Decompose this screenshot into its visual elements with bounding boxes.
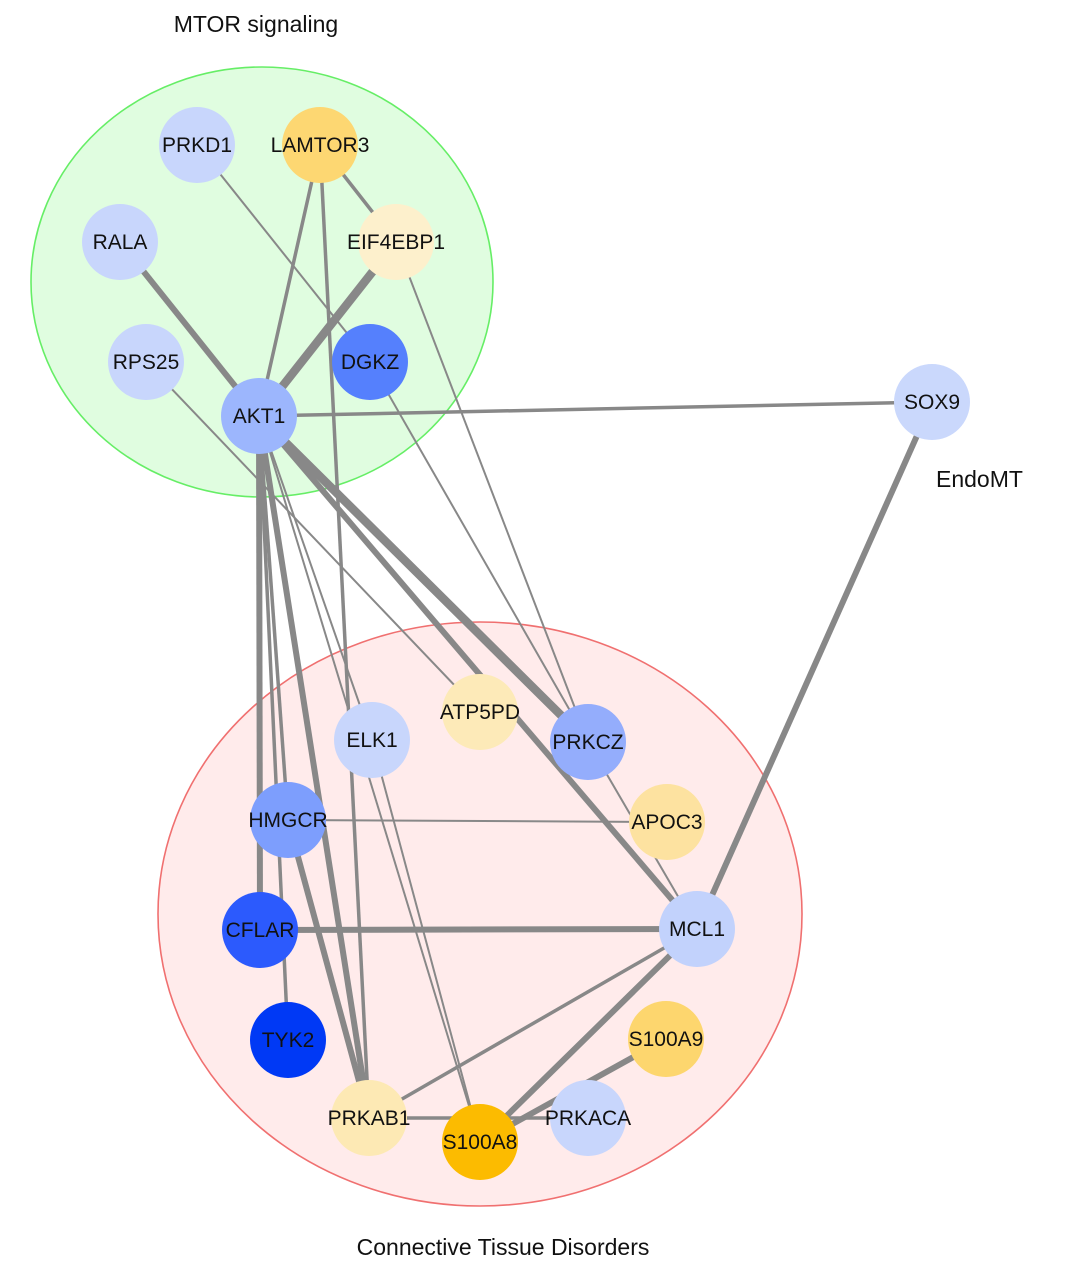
node-label: PRKACA — [545, 1107, 631, 1130]
node-s100a8[interactable]: S100A8 — [442, 1104, 518, 1180]
group-mtor-label: MTOR signaling — [174, 11, 338, 37]
node-circle[interactable] — [250, 782, 326, 858]
node-label: S100A8 — [443, 1131, 518, 1154]
node-circle[interactable] — [442, 1104, 518, 1180]
node-lamtor3[interactable]: LAMTOR3 — [271, 107, 370, 183]
group-endomt-label: EndoMT — [936, 466, 1023, 492]
node-label: ELK1 — [346, 729, 397, 752]
node-prkcz[interactable]: PRKCZ — [550, 704, 626, 780]
edge-akt1-hmgcr — [257, 415, 290, 821]
node-cflar[interactable]: CFLAR — [222, 892, 298, 968]
edge-rps25-atp5pd — [145, 361, 481, 713]
node-label: MCL1 — [669, 918, 725, 941]
node-circle[interactable] — [334, 702, 410, 778]
edge-akt1-prkcz — [256, 412, 591, 746]
node-circle[interactable] — [282, 107, 358, 183]
node-atp5pd[interactable]: ATP5PD — [440, 674, 520, 750]
node-label: RPS25 — [113, 351, 180, 374]
node-label: RALA — [93, 231, 148, 254]
node-label: APOC3 — [631, 811, 702, 834]
node-label: AKT1 — [233, 405, 286, 428]
edge-akt1-prkab1 — [256, 415, 372, 1119]
node-label: SOX9 — [904, 391, 960, 414]
node-label: CFLAR — [226, 919, 295, 942]
node-prkd1[interactable]: PRKD1 — [159, 107, 235, 183]
node-mcl1[interactable]: MCL1 — [659, 891, 735, 967]
edge-akt1-lamtor3 — [257, 144, 322, 417]
edge-sox9-mcl1 — [694, 400, 935, 931]
node-label: ATP5PD — [440, 701, 520, 724]
node-apoc3[interactable]: APOC3 — [629, 784, 705, 860]
edge-dgkz-prkcz — [369, 361, 589, 743]
group-ctd-label: Connective Tissue Disorders — [357, 1234, 650, 1260]
node-circle[interactable] — [629, 784, 705, 860]
node-circle[interactable] — [250, 1002, 326, 1078]
edge-hmgcr-prkab1 — [285, 819, 372, 1119]
node-s100a9[interactable]: S100A9 — [628, 1001, 704, 1077]
node-circle[interactable] — [159, 107, 235, 183]
node-circle[interactable] — [659, 891, 735, 967]
node-circle[interactable] — [108, 324, 184, 400]
node-sox9[interactable]: SOX9 — [894, 364, 970, 440]
node-eif4ebp1[interactable]: EIF4EBP1 — [347, 204, 445, 280]
edge-mcl1-prkab1 — [368, 927, 698, 1120]
node-label: PRKAB1 — [328, 1107, 411, 1130]
node-prkaca[interactable]: PRKACA — [545, 1080, 631, 1156]
edge-akt1-cflar — [256, 415, 263, 931]
node-circle[interactable] — [550, 704, 626, 780]
node-circle[interactable] — [894, 364, 970, 440]
node-circle[interactable] — [628, 1001, 704, 1077]
edge-lamtor3-prkab1 — [318, 144, 371, 1119]
edge-hmgcr-apoc3 — [287, 819, 668, 823]
node-elk1[interactable]: ELK1 — [334, 702, 410, 778]
edge-eif4ebp1-prkcz — [395, 241, 589, 743]
edge-elk1-s100a8 — [371, 739, 481, 1143]
edge-akt1-sox9 — [258, 400, 933, 418]
node-rps25[interactable]: RPS25 — [108, 324, 184, 400]
edge-cflar-mcl1 — [259, 926, 698, 933]
node-hmgcr[interactable]: HMGCR — [248, 782, 328, 858]
node-label: LAMTOR3 — [271, 134, 370, 157]
node-tyk2[interactable]: TYK2 — [250, 1002, 326, 1078]
node-label: PRKCZ — [552, 731, 623, 754]
node-circle[interactable] — [550, 1080, 626, 1156]
node-label: EIF4EBP1 — [347, 231, 445, 254]
node-label: PRKD1 — [162, 134, 232, 157]
node-circle[interactable] — [82, 204, 158, 280]
node-circle[interactable] — [222, 892, 298, 968]
node-prkab1[interactable]: PRKAB1 — [328, 1080, 411, 1156]
edge-mcl1-s100a8 — [477, 926, 700, 1145]
edge-akt1-elk1 — [258, 415, 373, 741]
edge-prkd1-dgkz — [196, 144, 371, 363]
node-circle[interactable] — [332, 324, 408, 400]
node-circle[interactable] — [221, 378, 297, 454]
node-circle[interactable] — [358, 204, 434, 280]
node-circle[interactable] — [331, 1080, 407, 1156]
edge-akt1-mcl1 — [256, 414, 700, 931]
edge-akt1-s100a8 — [258, 415, 481, 1143]
node-label: HMGCR — [248, 809, 327, 832]
node-akt1[interactable]: AKT1 — [221, 378, 297, 454]
node-dgkz[interactable]: DGKZ — [332, 324, 408, 400]
node-circle[interactable] — [442, 674, 518, 750]
node-label: TYK2 — [262, 1029, 315, 1052]
node-label: S100A9 — [629, 1028, 704, 1051]
node-label: DGKZ — [341, 351, 400, 374]
node-rala[interactable]: RALA — [82, 204, 158, 280]
